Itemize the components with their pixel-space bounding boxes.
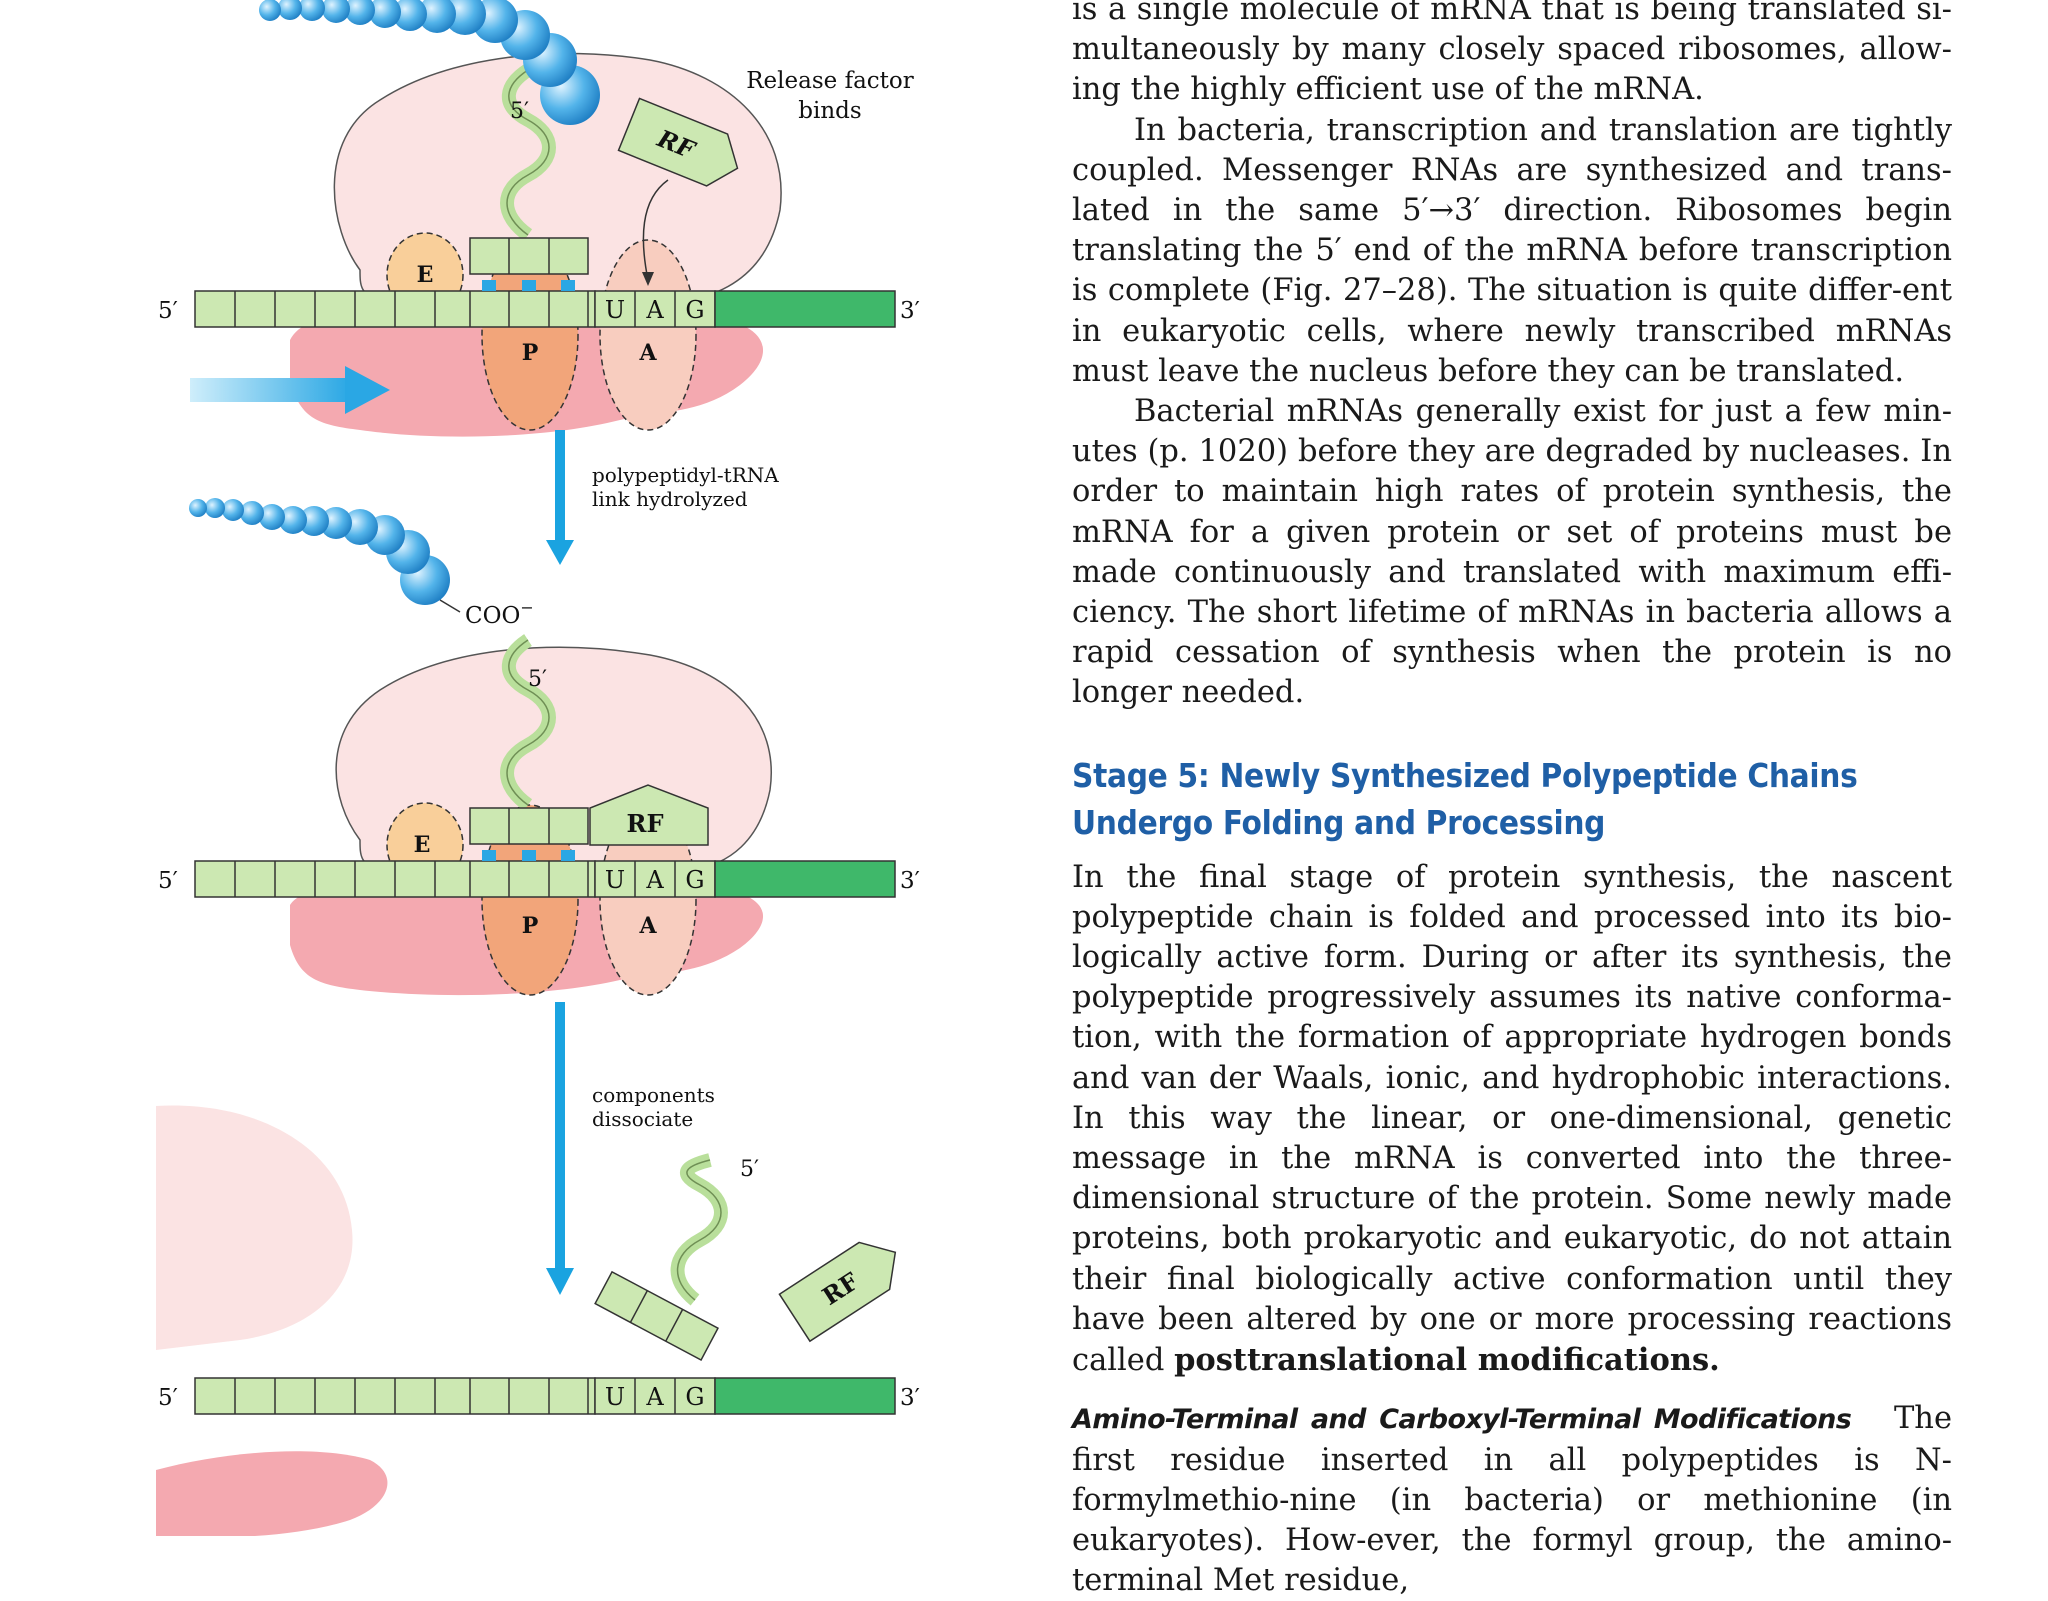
mrna-5prime-label: 5′ (158, 298, 178, 324)
rf-label-2: RF (627, 809, 664, 838)
trna-5prime-label-2: 5′ (528, 667, 547, 692)
paragraph-terminal-modifications: Amino-Terminal and Carboxyl-Terminal Mod… (1072, 1399, 1952, 1601)
trna-free-5prime-label: 5′ (740, 1157, 759, 1182)
release-factor-1: RF (617, 97, 739, 187)
codon-g: G (685, 296, 704, 324)
release-factor-2: RF (589, 784, 709, 846)
site-a-label-2: A (638, 913, 657, 939)
codon-u-3: U (605, 1383, 625, 1411)
posttranslational-term: posttranslational modifications. (1174, 1342, 1720, 1379)
translation-termination-figure: E P A 5′ RF (156, 0, 920, 1536)
mrna-strand-1: U A G 5′ 3′ (158, 280, 920, 328)
mrna-5prime-label-2: 5′ (158, 868, 178, 894)
text-column: is a single molecule of mRNA that is bei… (1072, 0, 1952, 1601)
codon-u-2: U (605, 866, 625, 894)
step-hydrolyzed-label-2: link hydrolyzed (592, 487, 748, 511)
codon-g-2: G (685, 866, 704, 894)
paragraph-polysome: is a single molecule of mRNA that is bei… (1072, 0, 1952, 108)
step-arrow-1: polypeptidyl-tRNA link hydrolyzed (546, 430, 779, 565)
ribosome-small-subunit-free (156, 1451, 388, 1536)
mrna-3prime-label: 3′ (900, 298, 920, 324)
mrna-strand-2: U A G 5′ 3′ (158, 850, 920, 898)
trna-p-site: 5′ (469, 64, 589, 275)
release-factor-label-2: binds (798, 98, 861, 124)
codon-g-3: G (685, 1383, 704, 1411)
mrna-5prime-label-3: 5′ (158, 1385, 178, 1411)
polypeptide-chain-1 (259, 0, 600, 125)
step-hydrolyzed-label-1: polypeptidyl-tRNA (592, 463, 779, 487)
released-polypeptide: COO− (189, 498, 534, 629)
panel-dissociated: 5′ RF U A G 5′ 3′ (156, 1105, 920, 1536)
site-p-2 (481, 804, 579, 996)
codon-a: A (645, 296, 664, 324)
paragraph-coupling: In bacteria, transcription and translati… (1072, 112, 1952, 389)
site-e-label: E (417, 262, 434, 288)
paragraph-mrna-lifetime: Bacterial mRNAs generally exist for just… (1072, 394, 1952, 711)
codon-a-3: A (645, 1383, 664, 1411)
paragraph-folding-text: In the final stage of protein synthesis,… (1072, 859, 1952, 1379)
paragraph-folding: In the final stage of protein synthesis,… (1072, 858, 1952, 1382)
trna-free: 5′ (594, 1153, 759, 1361)
site-p-label: P (522, 340, 539, 366)
site-p-label-2: P (522, 913, 539, 939)
panel-release-factor-binds: E P A 5′ RF (158, 0, 920, 437)
step-arrow-2: components dissociate (546, 1002, 715, 1295)
mrna-3prime-label-2: 3′ (900, 868, 920, 894)
section-heading-line-1: Stage 5: Newly Synthesized Polypeptide C… (1072, 755, 1858, 795)
site-a-label: A (638, 340, 657, 366)
site-e-label-2: E (414, 832, 431, 858)
release-factor-label-1: Release factor (746, 68, 914, 94)
trna-5prime-label: 5′ (510, 99, 529, 124)
codon-a-2: A (645, 866, 664, 894)
codon-u: U (605, 296, 625, 324)
rf-binding-arrow (642, 179, 669, 281)
section-heading: Stage 5: Newly Synthesized Polypeptide C… (1072, 752, 1952, 846)
trna-p-site-2: 5′ (469, 634, 589, 845)
panel-after-hydrolysis: E P A 5′ RF U (158, 634, 920, 996)
movement-arrow (190, 366, 390, 414)
ribosome-large-subunit-free (156, 1105, 353, 1350)
step-dissociate-label-1: components (592, 1083, 715, 1107)
mrna-3prime-label-3: 3′ (900, 1385, 920, 1411)
carboxyl-label: COO− (465, 598, 534, 629)
runin-heading: Amino-Terminal and Carboxyl-Terminal Mod… (1072, 1404, 1852, 1436)
release-factor-free: RF (778, 1241, 897, 1343)
section-heading-line-2: Undergo Folding and Processing (1072, 802, 1606, 842)
mrna-strand-3: U A G 5′ 3′ (158, 1377, 920, 1415)
site-a (599, 239, 697, 431)
step-dissociate-label-2: dissociate (592, 1107, 693, 1131)
